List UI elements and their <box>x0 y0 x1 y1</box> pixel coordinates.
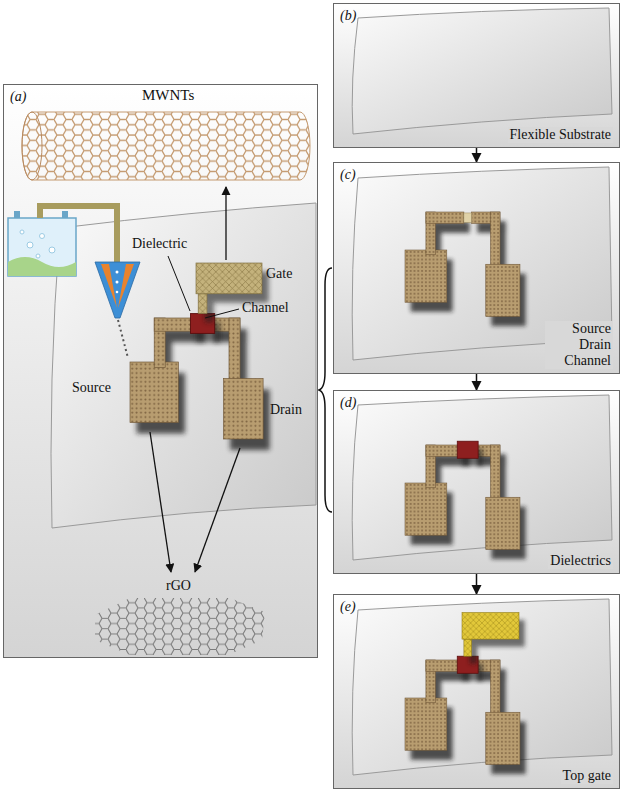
leader-arrow <box>195 448 240 572</box>
part-label: Dielectric <box>132 236 187 252</box>
part-label: Source <box>72 380 111 396</box>
leader-line <box>168 256 190 311</box>
panel-ground <box>333 390 620 574</box>
panel-box: (d) Dielectrics <box>333 390 620 574</box>
label-anchor: MWNTs <box>142 87 194 103</box>
panel-letter: (e) <box>340 599 356 615</box>
step-caption: Dielectrics <box>548 553 613 569</box>
panel-box: (c) Source Drain Channel <box>333 162 620 374</box>
transistor-device <box>405 212 526 326</box>
graphene-sheet <box>90 595 270 659</box>
transistor-device <box>405 613 526 775</box>
label-anchor: Channel <box>242 300 289 316</box>
panel-ground <box>3 84 318 658</box>
ink-pipe <box>40 206 117 262</box>
flexible-sheet <box>352 599 612 775</box>
transistor-device <box>130 263 270 450</box>
step-caption: Flexible Substrate <box>508 127 614 143</box>
step-arrow <box>476 148 478 162</box>
step-caption: Source Drain Channel <box>545 321 613 369</box>
label-anchor: rGO <box>166 578 191 594</box>
flexible-sheet <box>352 395 612 560</box>
label-anchor: Gate <box>266 266 292 282</box>
panel-letter: (b) <box>340 8 356 24</box>
step-caption: Top gate <box>561 768 613 784</box>
curly-brace <box>319 268 332 512</box>
transistor-device <box>405 441 526 559</box>
panel-box: (b) Flexible Substrate <box>333 3 620 148</box>
label-anchor: Source <box>72 380 111 396</box>
label-anchor: Dielectric <box>132 236 187 252</box>
panel-box: (a) <box>3 84 318 658</box>
ink-tank <box>8 211 76 276</box>
part-label: rGO <box>166 578 191 594</box>
part-label: Gate <box>266 266 292 282</box>
step-arrow <box>476 574 478 594</box>
panel-letter: (a) <box>10 89 26 105</box>
panel-letter: (c) <box>340 167 356 183</box>
step-arrow <box>476 374 478 390</box>
panel-letter: (d) <box>340 395 356 411</box>
print-nozzle <box>95 262 140 318</box>
label-anchor: Drain <box>270 402 302 418</box>
leader-line <box>205 309 239 318</box>
part-label: Drain <box>270 402 302 418</box>
nanotube <box>20 110 315 182</box>
leader-arrow <box>150 432 171 572</box>
panel-ground <box>333 3 620 148</box>
panel-ground <box>333 594 620 789</box>
panel-ground <box>333 162 620 374</box>
ink-stream <box>118 320 128 358</box>
panel-box: (e) Top gate <box>333 594 620 789</box>
leader-arrow <box>225 187 226 260</box>
part-label: MWNTs <box>142 87 194 103</box>
part-label: Channel <box>242 300 289 316</box>
flexible-sheet <box>352 8 612 134</box>
flexible-sheet <box>51 203 316 528</box>
